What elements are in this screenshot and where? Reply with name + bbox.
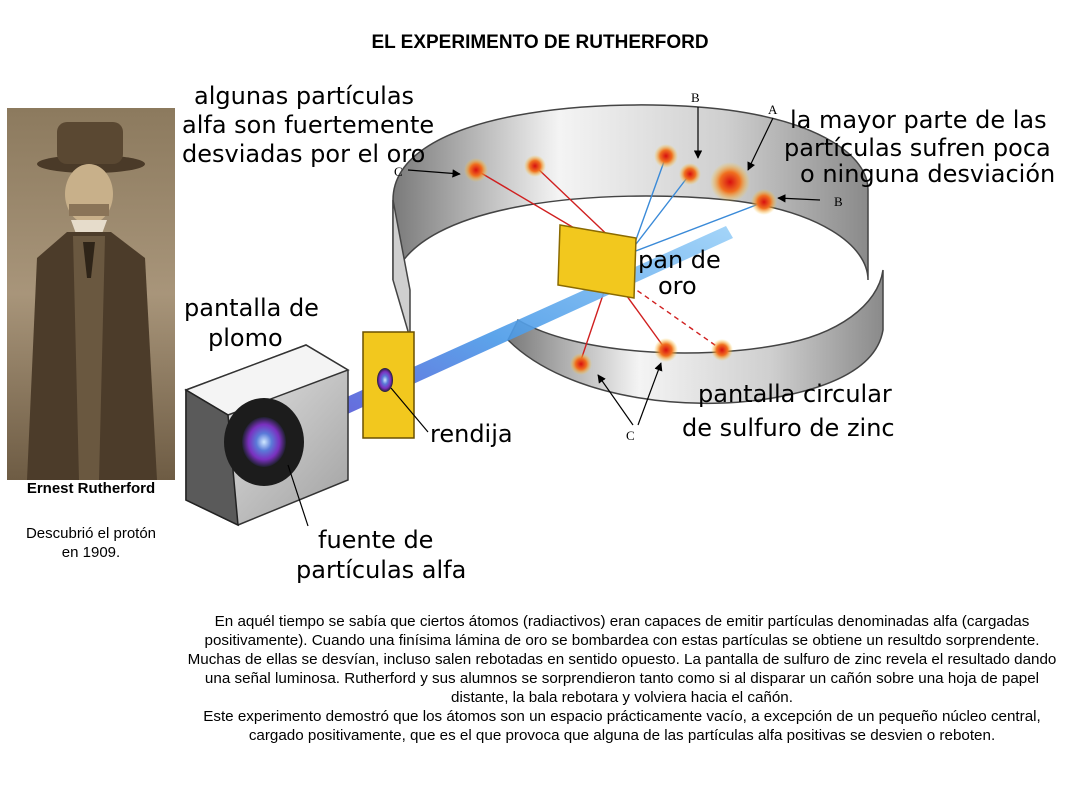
letter-b-top: B <box>691 90 700 105</box>
label-zinc-screen: pantalla circular de sulfuro de zinc <box>682 380 899 442</box>
photo-note: Descubrió el protón en 1909. <box>0 524 182 562</box>
description-paragraph: Este experimento demostró que los átomos… <box>203 708 1041 744</box>
alpha-source-box <box>184 344 350 527</box>
photo-note-line: Descubrió el protón <box>25 525 157 542</box>
label-source: fuente de partículas alfa <box>296 526 466 584</box>
description: En aquél tiempo se sabía que ciertos áto… <box>178 612 1066 745</box>
label-gold-foil: pan de oro <box>638 246 728 300</box>
lead-screen-plate <box>362 331 415 439</box>
gold-foil <box>557 224 637 299</box>
description-paragraph: En aquél tiempo se sabía que ciertos áto… <box>187 613 1057 706</box>
letter-c-bottom: C <box>626 428 635 443</box>
page-title: EL EXPERIMENTO DE RUTHERFORD <box>371 32 709 53</box>
label-slit: rendija <box>430 420 513 448</box>
label-lead-screen: pantalla de plomo <box>184 294 327 352</box>
photo-caption: Ernest Rutherford <box>26 480 156 497</box>
letter-b-right: B <box>834 194 843 209</box>
luminous-spots <box>464 144 777 375</box>
letter-a: A <box>768 102 778 117</box>
rutherford-diagram: algunas partículas alfa son fuertemente … <box>182 82 1058 584</box>
label-arrows <box>287 107 821 527</box>
photo-note-line: en 1909. <box>61 544 121 561</box>
letter-c-left: C <box>394 164 403 179</box>
rutherford-portrait <box>7 108 175 480</box>
label-little-deflection: la mayor parte de las partículas sufren … <box>784 106 1058 188</box>
label-strong-deflection: algunas partículas alfa son fuertemente … <box>182 82 442 168</box>
